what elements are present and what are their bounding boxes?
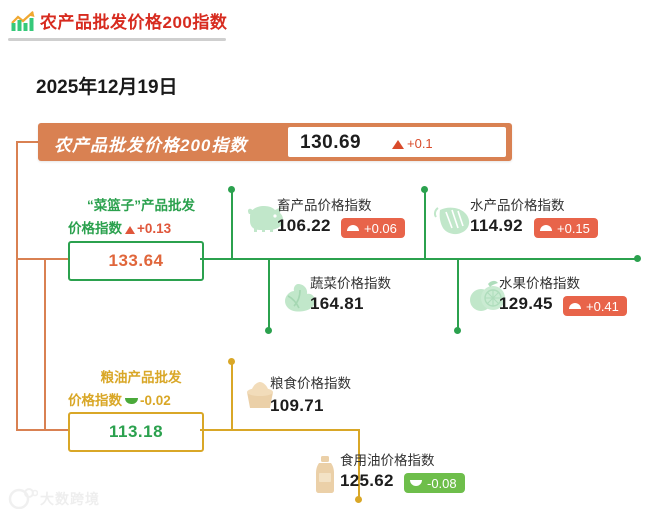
basket-branch-title-line1: “菜篮子”产品批发 (87, 198, 195, 213)
connector-green-aquatic-dot (421, 186, 428, 193)
shrimp-icon (432, 202, 476, 241)
connector-main-left-stub (16, 141, 38, 143)
connector-green-livestock-dot (228, 186, 235, 193)
leaf-vegetable-value: 164.81 (310, 294, 364, 313)
leaf-edible-oil-badge-text: -0.08 (427, 475, 457, 491)
basket-branch-title-text: 价格指数 (68, 221, 122, 236)
leaf-livestock-badge: +0.06 (341, 218, 405, 238)
vegetable-icon (276, 280, 320, 321)
connector-main-spine (16, 141, 18, 431)
header-divider (8, 38, 226, 41)
connector-gold-oil-stem (358, 429, 360, 499)
oil-bottle-icon (312, 455, 338, 500)
main-index-label: 农产品批发价格200指数 (54, 136, 248, 155)
report-date: 2025年12月19日 (36, 77, 178, 98)
connector-green-vegetable-stem (268, 258, 270, 330)
page-title: 农产品批发价格200指数 (40, 13, 228, 32)
header: 农产品批发价格200指数 (0, 0, 648, 42)
grain-oil-branch-delta: -0.02 (140, 393, 171, 408)
connector-green-right-dot (634, 255, 641, 262)
connector-green-horizontal (200, 258, 637, 260)
leaf-grain-label: 粮食价格指数 (270, 376, 351, 391)
connector-inner-top (44, 258, 68, 260)
connector-gold-grain-stem (231, 362, 233, 430)
main-index-value-panel: 130.69 +0.1 (288, 127, 506, 157)
grain-oil-branch-box[interactable]: 113.18 (68, 412, 204, 452)
leaf-fruit-label: 水果价格指数 (499, 276, 580, 291)
leaf-livestock-badge-text: +0.06 (364, 220, 397, 236)
connector-branch2-arm (16, 429, 46, 431)
pig-icon (240, 200, 286, 239)
fruit-icon (464, 278, 508, 321)
connector-inner-bottom (44, 429, 68, 431)
leaf-edible-oil-value: 125.62 (340, 471, 394, 490)
basket-branch-box[interactable]: 133.64 (68, 241, 204, 281)
leaf-vegetable-label: 蔬菜价格指数 (310, 276, 391, 291)
grain-oil-branch-title-line1: 粮油产品批发 (100, 370, 182, 385)
leaf-livestock-value: 106.22 (277, 216, 331, 235)
basket-branch-title-line2: 价格指数 +0.13 (66, 219, 218, 238)
leaf-aquatic-badge-text: +0.15 (557, 220, 590, 236)
arrow-up-cap-icon (540, 225, 552, 231)
connector-inner-spine (44, 258, 46, 429)
connector-gold-horizontal (200, 429, 360, 431)
connector-green-vegetable-dot (265, 327, 272, 334)
connector-branch1-arm (16, 258, 46, 260)
connector-green-fruit-stem (457, 258, 459, 330)
connector-green-aquatic-stem (424, 190, 426, 259)
leaf-edible-oil-badge: -0.08 (404, 473, 465, 493)
connector-gold-oil-dot (355, 496, 362, 503)
arrow-up-cap-icon (347, 225, 359, 231)
basket-branch-delta: +0.13 (137, 221, 172, 236)
connector-gold-grain-dot (228, 358, 235, 365)
watermark: 大数跨境 (8, 487, 128, 511)
arrow-down-cap-icon (410, 480, 422, 486)
main-index-delta: +0.1 (392, 136, 433, 151)
arrow-up-cap-icon (569, 303, 581, 309)
main-index-value: 130.69 (300, 132, 362, 153)
arrow-down-small-icon (125, 398, 138, 404)
grain-oil-branch-value: 113.18 (108, 422, 164, 441)
leaf-fruit-badge: +0.41 (563, 296, 627, 316)
leaf-grain-value: 109.71 (270, 396, 324, 415)
triangle-up-icon (392, 140, 404, 149)
grain-oil-branch-title-text: 价格指数 (68, 393, 122, 408)
grain-oil-branch-title-line2: 价格指数 -0.02 (66, 391, 218, 410)
bar-chart-trend-icon (10, 10, 36, 32)
connector-green-fruit-dot (454, 327, 461, 334)
leaf-fruit-value: 129.45 (499, 294, 553, 313)
main-index-delta-text: +0.1 (407, 136, 433, 151)
leaf-aquatic-label: 水产品价格指数 (470, 198, 565, 213)
leaf-livestock-label: 畜产品价格指数 (277, 198, 372, 213)
main-index-bar[interactable]: 农产品批发价格200指数 130.69 +0.1 (38, 123, 512, 161)
connector-green-livestock-stem (231, 190, 233, 259)
triangle-up-small-icon (125, 226, 135, 234)
watermark-text: 大数跨境 (40, 491, 100, 507)
grain-bowl-icon (240, 378, 280, 417)
leaf-aquatic-value: 114.92 (470, 216, 523, 235)
basket-branch-value: 133.64 (108, 251, 164, 270)
leaf-edible-oil-label: 食用油价格指数 (340, 453, 435, 468)
leaf-aquatic-badge: +0.15 (534, 218, 598, 238)
leaf-fruit-badge-text: +0.41 (586, 298, 619, 314)
